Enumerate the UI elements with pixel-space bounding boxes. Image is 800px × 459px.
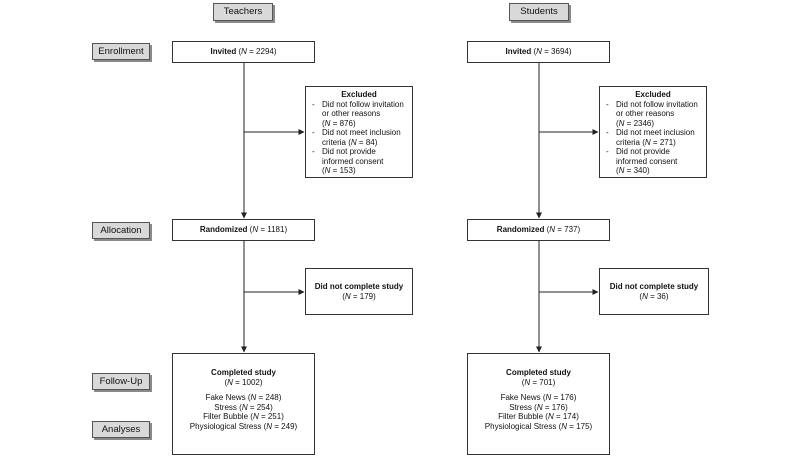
- excluded-title: Excluded: [341, 90, 377, 99]
- students-randomized-box: Randomized (N = 737): [467, 219, 610, 241]
- excluded-item: Did not meet inclusion criteria (N = 271…: [604, 128, 702, 147]
- did-not-complete-label: Did not complete study: [314, 282, 404, 291]
- teachers-header: Teachers: [213, 3, 273, 21]
- excluded-title: Excluded: [635, 90, 671, 99]
- excluded-item: Did not provide informed consent(N = 153…: [310, 147, 408, 176]
- students-invited-box: Invited (N = 3694): [467, 41, 610, 63]
- excluded-item: Did not follow invitation or other reaso…: [604, 100, 702, 129]
- completed-label: Completed study: [506, 368, 571, 377]
- did-not-complete-label: Did not complete study: [609, 282, 699, 291]
- stage-analyses: Analyses: [92, 421, 150, 438]
- invited-count: 3694: [551, 47, 569, 57]
- group-stress: Stress (N = 176): [509, 402, 568, 412]
- teachers-did-not-complete-box: Did not complete study (N = 179): [305, 268, 413, 315]
- randomized-count: 1181: [267, 225, 285, 235]
- n-symbol: N: [241, 47, 247, 57]
- excluded-item: Did not meet inclusion criteria (N = 84): [310, 128, 408, 147]
- group-filter-bubble: Filter Bubble (N = 174): [498, 412, 579, 421]
- invited-label: Invited: [210, 47, 237, 57]
- teachers-completed-box: Completed study (N = 1002) Fake News (N …: [172, 353, 315, 455]
- group-fake-news: Fake News (N = 176): [500, 393, 577, 402]
- completed-count: 701: [539, 377, 553, 387]
- group-fake-news: Fake News (N = 248): [205, 393, 282, 402]
- excluded-list: Did not follow invitation or other reaso…: [310, 100, 408, 176]
- students-excluded-box: Excluded Did not follow invitation or ot…: [599, 86, 707, 178]
- excluded-item: Did not follow invitation or other reaso…: [310, 100, 408, 129]
- excluded-list: Did not follow invitation or other reaso…: [604, 100, 702, 176]
- students-completed-box: Completed study (N = 701) Fake News (N =…: [467, 353, 610, 455]
- teachers-invited-box: Invited (N = 2294): [172, 41, 315, 63]
- did-not-complete-count: 179: [359, 291, 374, 301]
- teachers-randomized-box: Randomized (N = 1181): [172, 219, 315, 241]
- excluded-item: Did not provide informed consent(N = 340…: [604, 147, 702, 176]
- did-not-complete-count: 36: [656, 291, 666, 301]
- group-filter-bubble: Filter Bubble (N = 251): [203, 412, 284, 421]
- completed-label: Completed study: [211, 368, 276, 377]
- group-stress: Stress (N = 254): [214, 402, 273, 412]
- completed-count: 1002: [242, 377, 260, 387]
- randomized-label: Randomized: [199, 225, 248, 235]
- group-physiological-stress: Physiological Stress (N = 175): [484, 421, 593, 431]
- stage-enrollment: Enrollment: [92, 43, 150, 60]
- invited-count: 2294: [256, 47, 274, 57]
- students-header: Students: [509, 3, 569, 21]
- randomized-label: Randomized: [496, 225, 545, 235]
- group-physiological-stress: Physiological Stress (N = 249): [189, 421, 298, 431]
- invited-label: Invited: [505, 47, 532, 57]
- stage-allocation: Allocation: [92, 222, 150, 239]
- randomized-count: 737: [564, 225, 578, 235]
- teachers-excluded-box: Excluded Did not follow invitation or ot…: [305, 86, 413, 178]
- stage-follow-up: Follow-Up: [92, 373, 150, 390]
- students-did-not-complete-box: Did not complete study (N = 36): [599, 268, 709, 315]
